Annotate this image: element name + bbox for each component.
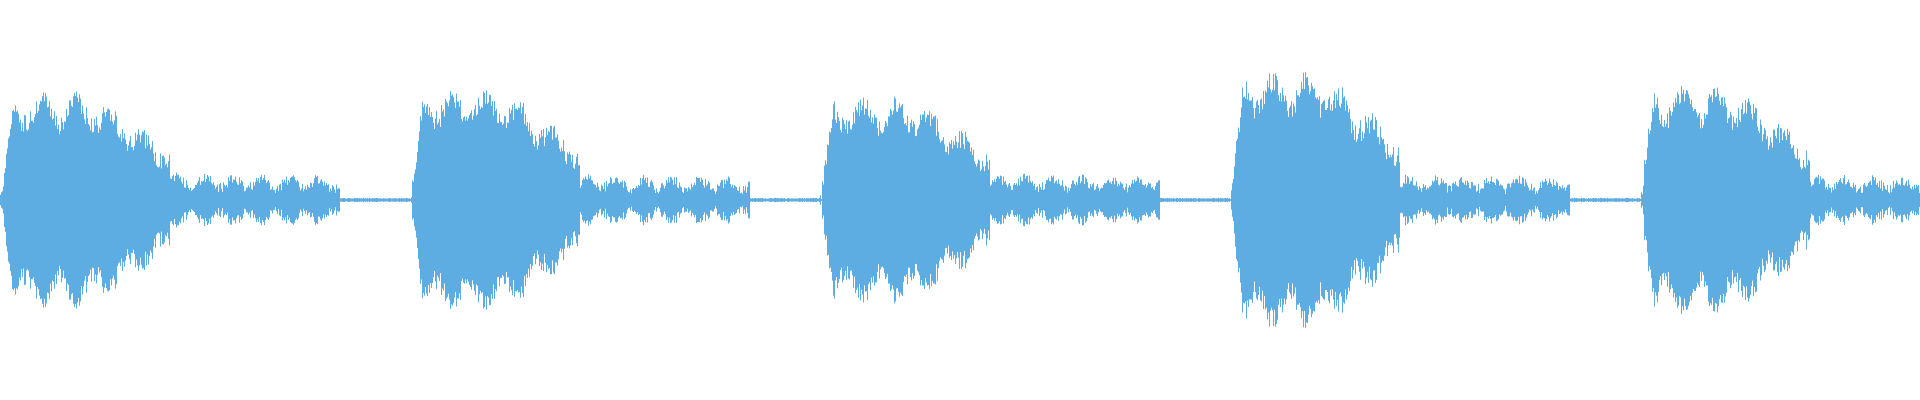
waveform-path-group [0,71,1920,329]
